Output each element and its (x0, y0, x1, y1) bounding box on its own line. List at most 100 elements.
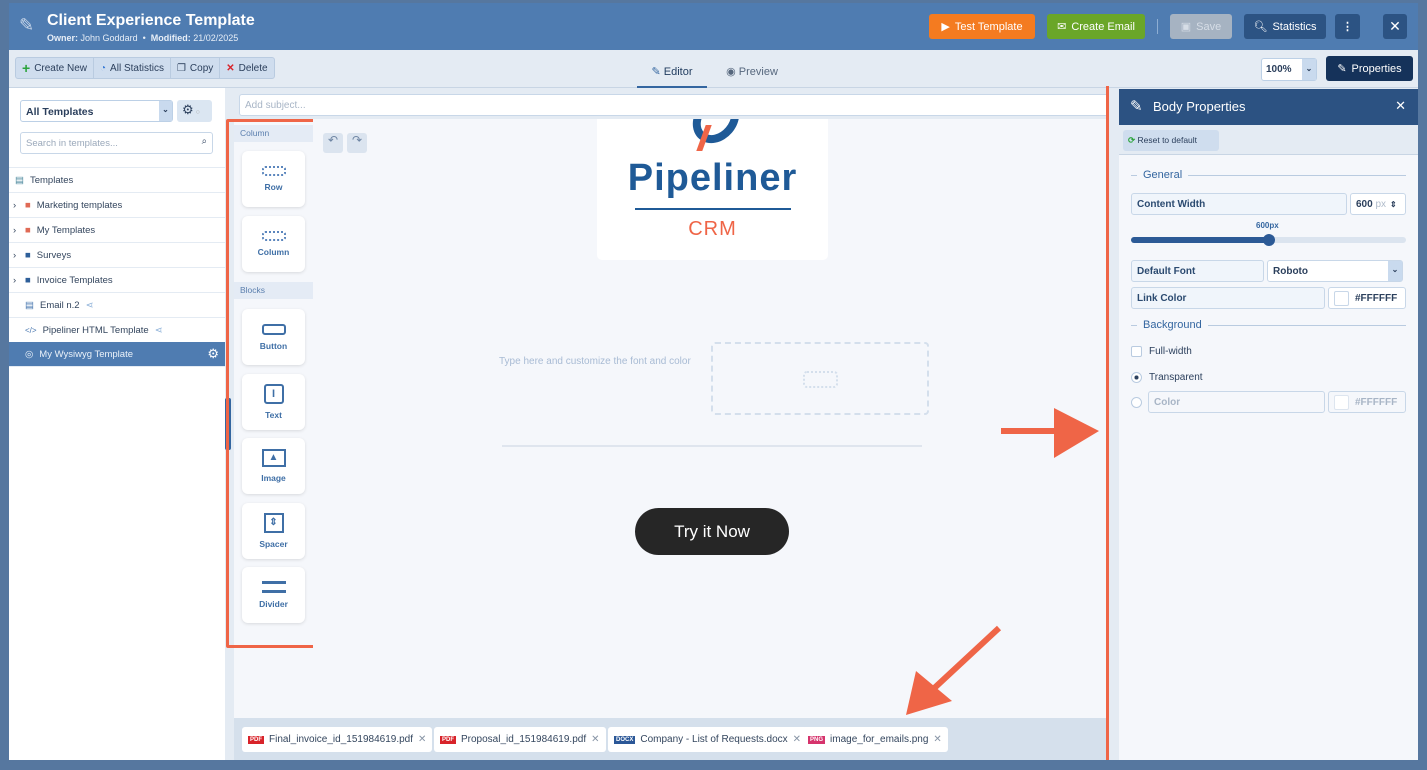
search-icon: ⌕ (201, 136, 207, 147)
tree-root-templates[interactable]: ▤Templates (9, 168, 225, 193)
all-statistics-button[interactable]: ◔All Statistics (94, 58, 171, 78)
reset-to-default-button[interactable]: ⟳ Reset to default (1123, 130, 1219, 151)
block-button[interactable]: Button (242, 309, 305, 365)
section-column-label: Column (234, 125, 313, 142)
remove-attachment-icon[interactable]: ✕ (933, 734, 942, 745)
pdf-file-icon: PDF (248, 735, 264, 744)
png-file-icon: PNG (808, 735, 826, 744)
create-new-button[interactable]: +Create New (16, 58, 94, 78)
header: ✎ Client Experience Template Owner: John… (9, 3, 1418, 50)
template-email-n2[interactable]: ▤Email n.2⋖ (9, 293, 225, 318)
envelope-icon: ✉ (1057, 21, 1067, 33)
annotation-arrow-down-left (906, 625, 1002, 715)
default-font-select[interactable]: Roboto⌄ (1267, 260, 1403, 282)
tab-editor[interactable]: ✎ Editor (637, 60, 707, 88)
link-color-picker[interactable]: #FFFFFF (1328, 287, 1406, 309)
folder-icon: ■ (25, 274, 31, 286)
button-icon (261, 323, 286, 335)
template-edit-icon: ✎ (19, 15, 35, 35)
section-background: Background (1131, 319, 1406, 331)
stepper-icon[interactable]: ⇕ (1390, 199, 1397, 209)
more-menu-button[interactable]: ⋮ (1335, 14, 1360, 39)
content-width-input[interactable]: 600 px⇕ (1350, 193, 1406, 215)
image-icon: ▲ (261, 449, 286, 467)
search-stats-icon: 🔍︎ (1253, 21, 1268, 33)
block-row[interactable]: Row (242, 151, 305, 207)
statistics-icon: ◔ (100, 62, 107, 74)
logo-underline (634, 208, 791, 210)
empty-column-placeholder[interactable] (711, 342, 929, 415)
block-image[interactable]: ▲Image (242, 438, 305, 494)
statistics-button[interactable]: 🔍︎Statistics (1244, 14, 1326, 39)
color-swatch (1334, 394, 1349, 410)
row-icon (261, 166, 286, 176)
gear-icon[interactable]: ⚙ (207, 346, 219, 361)
block-column[interactable]: Column (242, 216, 305, 272)
remove-attachment-icon[interactable]: ✕ (792, 734, 802, 745)
test-template-button[interactable]: ▶Test Template (929, 14, 1035, 39)
block-spacer[interactable]: ⇕Spacer (242, 503, 305, 559)
page-title: Client Experience Template (47, 12, 255, 29)
properties-icon: ✎ (1130, 98, 1143, 115)
template-actions: +Create New ◔All Statistics ❐Copy ✕Delet… (15, 57, 275, 79)
remove-attachment-icon[interactable]: ✕ (418, 734, 427, 745)
folder-my-templates[interactable]: ›■My Templates (9, 218, 225, 243)
color-radio[interactable] (1131, 397, 1142, 408)
properties-button[interactable]: ✎Properties (1326, 56, 1413, 81)
background-color-picker[interactable]: #FFFFFF (1328, 391, 1406, 413)
column-icon (261, 231, 286, 241)
folder-invoice-templates[interactable]: ›■Invoice Templates (9, 268, 225, 293)
checkbox[interactable] (1131, 346, 1142, 357)
close-panel-button[interactable]: ✕ (1395, 98, 1406, 113)
column-placeholder-icon (803, 371, 838, 388)
properties-panel: ✎Body Properties✕ ⟳ Reset to default Gen… (1119, 89, 1418, 760)
section-blocks-label: Blocks (234, 282, 313, 299)
plus-icon: + (22, 60, 31, 76)
undo-button[interactable]: ↶ (323, 133, 343, 153)
slider-handle[interactable] (1262, 234, 1275, 246)
redo-button[interactable]: ↷ (347, 133, 367, 153)
save-button[interactable]: ▣Save (1170, 14, 1232, 39)
subject-input[interactable]: Add subject... (239, 94, 1109, 116)
chevron-down-icon: ⌄ (1302, 59, 1316, 80)
chevron-right-icon: › (13, 274, 17, 286)
spacer-icon: ⇕ (263, 513, 284, 533)
content-width-slider[interactable] (1131, 234, 1406, 246)
delete-button[interactable]: ✕Delete (226, 62, 268, 74)
folder-surveys[interactable]: ›■Surveys (9, 243, 225, 268)
properties-header: ✎Body Properties✕ (1119, 89, 1418, 125)
slider-value-label: 600px (1256, 221, 1279, 230)
pdf-file-icon: PDF (440, 735, 456, 744)
create-email-button[interactable]: ✉Create Email (1047, 14, 1145, 39)
filter-settings-button[interactable]: ⚙ ○ (177, 100, 212, 122)
template-my-wysiwyg[interactable]: ◎My Wysiwyg Template⚙ (9, 342, 225, 367)
full-width-checkbox[interactable]: Full-width (1131, 346, 1192, 357)
zoom-select[interactable]: 100%⌄ (1261, 58, 1317, 81)
remove-attachment-icon[interactable]: ✕ (591, 734, 600, 745)
transparent-radio[interactable]: Transparent (1131, 372, 1203, 383)
radio-selected[interactable] (1131, 372, 1142, 383)
template-filter-select[interactable]: All Templates⌄ (20, 100, 173, 122)
logo-block[interactable]: Pipeliner CRM (597, 119, 828, 260)
template-pipeliner-html[interactable]: </>Pipeliner HTML Template⋖ (9, 318, 225, 343)
color-label: Color (1148, 391, 1325, 413)
pencil-icon: ✎ (651, 66, 661, 78)
close-button[interactable]: ✕ (1383, 14, 1407, 39)
copy-button[interactable]: ❐Copy (171, 58, 221, 78)
default-font-label: Default Font (1131, 260, 1264, 282)
search-input[interactable]: Search in templates...⌕ (20, 132, 213, 154)
sidebar: All Templates⌄ ⚙ ○ Search in templates..… (9, 88, 225, 760)
refresh-icon: ⟳ (1128, 135, 1136, 145)
folder-marketing-templates[interactable]: ›■Marketing templates (9, 193, 225, 218)
folder-icon: ■ (25, 249, 31, 261)
chevron-right-icon: › (13, 199, 17, 211)
block-divider[interactable]: Divider (242, 567, 305, 623)
text-block[interactable]: Type here and customize the font and col… (499, 356, 691, 367)
tab-preview[interactable]: ◉ Preview (726, 66, 778, 78)
try-it-now-button[interactable]: Try it Now (635, 508, 789, 555)
